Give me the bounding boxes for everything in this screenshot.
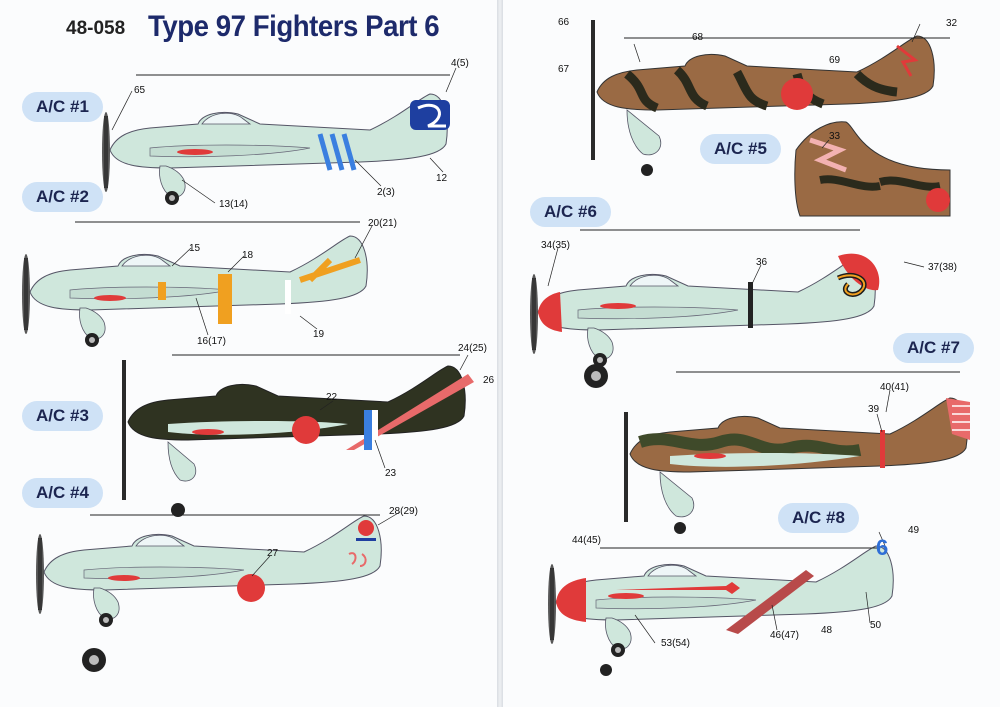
callout-37-38: 37(38) [928, 262, 957, 273]
callout-20-21: 20(21) [368, 218, 397, 229]
ac-label-8: A/C #8 [778, 503, 859, 533]
ac-label-3: A/C #3 [22, 401, 103, 431]
callout-34-35: 34(35) [541, 240, 570, 251]
callout-49: 49 [908, 525, 920, 536]
callout-13-14: 13(14) [219, 199, 248, 210]
product-code: 48-058 [66, 18, 126, 39]
ac-label-6: A/C #6 [530, 197, 611, 227]
callout-18: 18 [242, 250, 254, 261]
ac-label-4: A/C #4 [22, 478, 103, 508]
callout-33: 33 [829, 131, 841, 142]
callout-40-41: 40(41) [880, 382, 909, 393]
callout-32: 32 [946, 18, 958, 29]
callout-16-17: 16(17) [197, 336, 226, 347]
callout-19: 19 [313, 329, 325, 340]
ac-label-1: A/C #1 [22, 92, 103, 122]
callout-44-45: 44(45) [572, 535, 601, 546]
page-fold [497, 0, 503, 707]
callout-4-5: 4(5) [451, 58, 469, 69]
callout-27: 27 [267, 548, 279, 559]
callout-23: 23 [385, 468, 397, 479]
callout-53-54: 53(54) [661, 638, 690, 649]
callout-28-29: 28(29) [389, 506, 418, 517]
callout-46-47: 46(47) [770, 630, 799, 641]
tail-number-6: 6 [876, 535, 889, 560]
ac-label-5: A/C #5 [700, 134, 781, 164]
callout-12: 12 [436, 173, 448, 184]
callout-15: 15 [189, 243, 201, 254]
ac-label-2: A/C #2 [22, 182, 103, 212]
callout-69: 69 [829, 55, 841, 66]
callout-36: 36 [756, 257, 768, 268]
callout-26: 26 [483, 375, 495, 386]
callout-67: 67 [558, 64, 570, 75]
sheet-title: Type 97 Fighters Part 6 [148, 10, 440, 43]
callout-68: 68 [692, 32, 704, 43]
callout-50: 50 [870, 620, 882, 631]
ac-label-7: A/C #7 [893, 333, 974, 363]
callout-48: 48 [821, 625, 833, 636]
callout-22: 22 [326, 392, 338, 403]
callout-2-3: 2(3) [377, 187, 395, 198]
callout-65: 65 [134, 85, 146, 96]
callout-24-25: 24(25) [458, 343, 487, 354]
callout-66: 66 [558, 17, 570, 28]
callout-39: 39 [868, 404, 880, 415]
